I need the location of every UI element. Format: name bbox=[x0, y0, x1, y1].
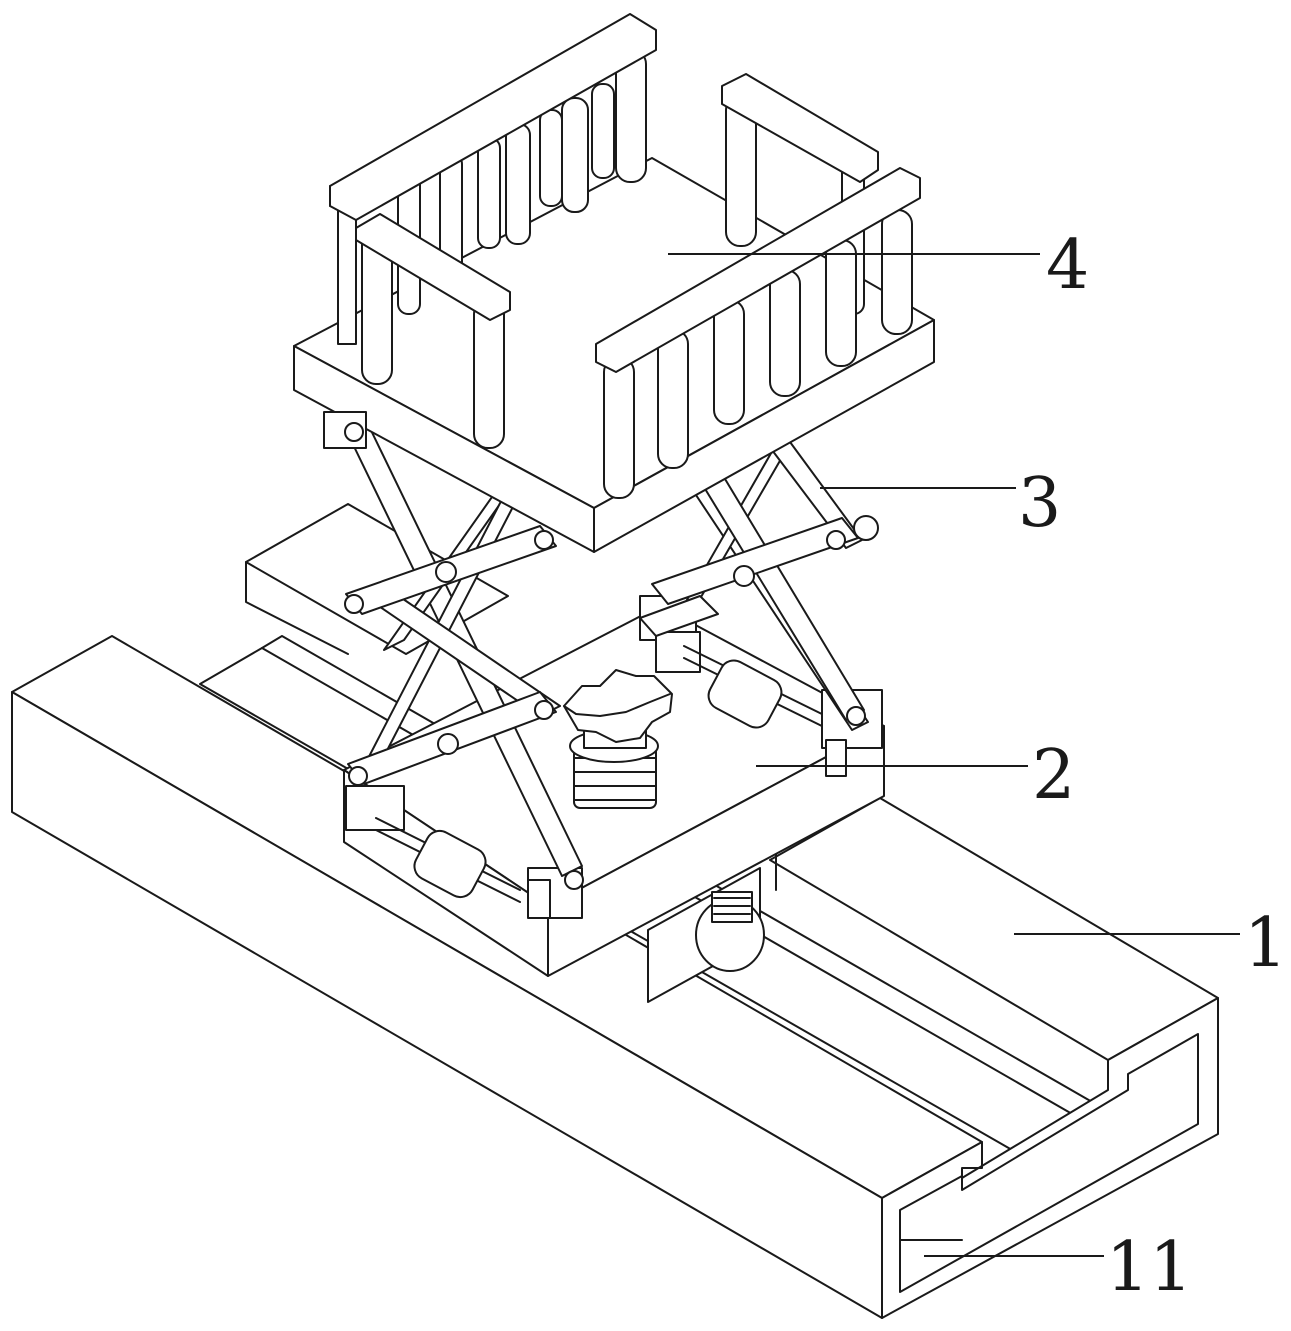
carriage bbox=[647, 847, 777, 1003]
railing-back-left bbox=[329, 13, 657, 345]
callouts: 4 3 2 1 11 bbox=[1018, 226, 1287, 1307]
spring-gear-assembly bbox=[563, 669, 673, 809]
gear-icon bbox=[563, 669, 673, 743]
leader-lines bbox=[668, 253, 1240, 1257]
callout-3: 3 bbox=[1018, 464, 1061, 543]
railing-front-right bbox=[595, 167, 921, 499]
rail-end-profile bbox=[881, 997, 1219, 1319]
railing-front-left bbox=[355, 213, 511, 449]
scissor-linkage bbox=[344, 419, 879, 890]
callout-1: 1 bbox=[1244, 904, 1287, 983]
callout-11: 11 bbox=[1106, 1228, 1193, 1307]
base-plate-right bbox=[547, 725, 885, 977]
top-platform-right bbox=[593, 319, 935, 553]
callout-4: 4 bbox=[1046, 226, 1089, 305]
link-bar-lower-right bbox=[639, 595, 719, 637]
callout-2: 2 bbox=[1032, 736, 1075, 815]
